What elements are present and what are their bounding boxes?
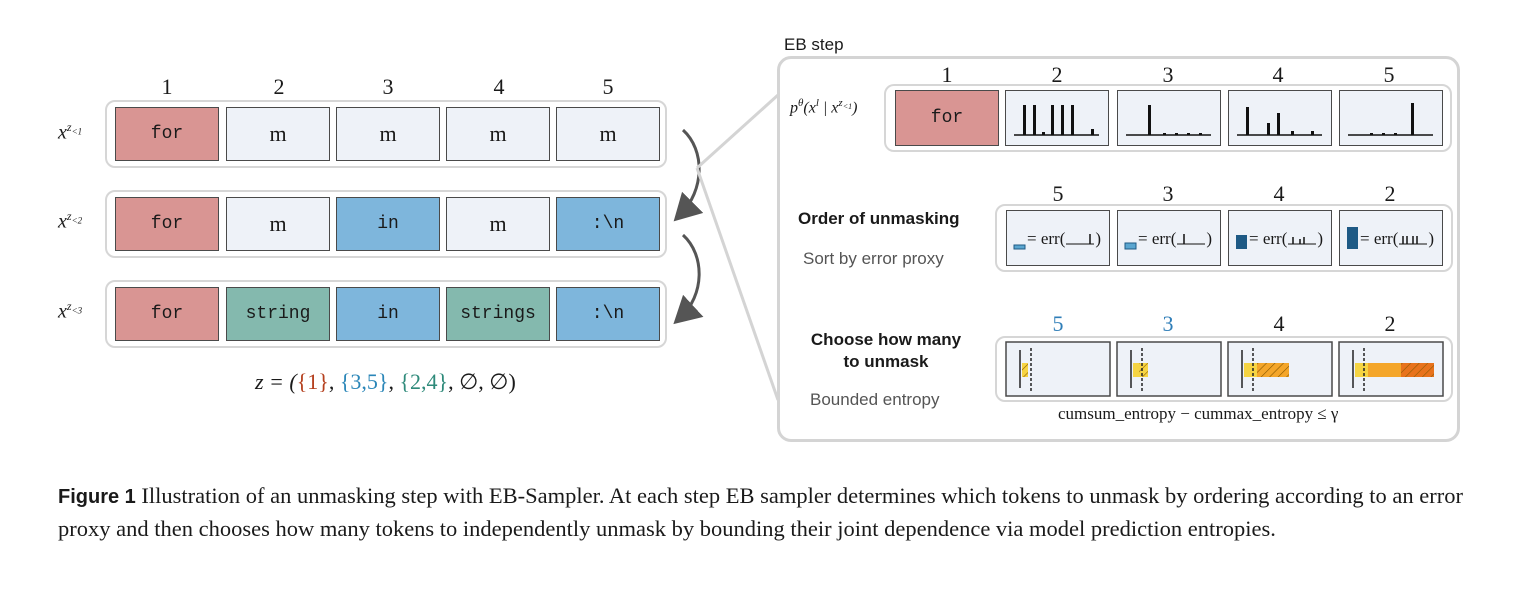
token-3-5: :\n — [556, 287, 660, 341]
caption-label: Figure 1 — [58, 486, 136, 508]
error-bar-3 — [1236, 235, 1247, 249]
token-row-2: for m in m :\n — [105, 190, 667, 258]
choose-title-line1: Choose how many — [810, 330, 962, 349]
figure-caption: Figure 1 Illustration of an unmasking st… — [58, 480, 1478, 545]
choose-col-4: 2 — [1384, 311, 1396, 336]
choose-title-line2: to unmask — [843, 352, 929, 371]
mini-dist-3 — [1288, 237, 1317, 245]
order-col-2: 3 — [1162, 181, 1174, 206]
prob-label: pθ(xl | xz<1) — [790, 97, 858, 117]
error-eq-1: = err() — [1027, 229, 1102, 248]
histogram-2 — [1014, 105, 1099, 136]
token-row-3: for string in strings :\n — [105, 280, 667, 348]
row-label-2: xz<2 — [58, 209, 83, 233]
z-equation: z = ({1}, {3,5}, {2,4}, ∅, ∅) — [255, 369, 516, 394]
prob-col-5: 5 — [1383, 62, 1395, 87]
histogram-3 — [1126, 105, 1211, 136]
column-number-2: 2 — [273, 74, 285, 99]
distribution-3 — [1117, 90, 1221, 146]
prob-col-1: 1 — [941, 62, 953, 87]
order-col-4: 2 — [1384, 181, 1396, 206]
entropy-bars — [1005, 341, 1444, 397]
prob-col-4: 4 — [1272, 62, 1284, 87]
mini-dist-4 — [1399, 236, 1428, 245]
token-2-5: :\n — [556, 197, 660, 251]
column-number-5: 5 — [602, 74, 614, 99]
error-eq-2: = err() — [1138, 229, 1213, 248]
order-box-1: = err() — [1006, 210, 1110, 266]
mini-dist-2 — [1177, 234, 1206, 245]
choose-subtitle: Bounded entropy — [810, 390, 940, 409]
row-label-3: xz<3 — [58, 299, 83, 323]
order-col-3: 4 — [1273, 181, 1285, 206]
order-box-4: = err() — [1339, 210, 1443, 266]
error-bar-4 — [1347, 227, 1358, 249]
caption-text: Illustration of an unmasking step with E… — [58, 483, 1463, 541]
prob-col-3: 3 — [1162, 62, 1174, 87]
token-3-2: string — [226, 287, 330, 341]
column-number-4: 4 — [493, 74, 505, 99]
error-bar-2 — [1124, 242, 1137, 250]
error-bar-1 — [1013, 244, 1026, 250]
zoom-line-bottom — [695, 167, 780, 401]
token-row-1: for m m m m — [105, 100, 667, 168]
token-2-4: m — [446, 197, 550, 251]
mini-dist-1 — [1066, 234, 1095, 245]
order-box-2: = err() — [1117, 210, 1221, 266]
distribution-4 — [1228, 90, 1332, 146]
token-3-1: for — [115, 287, 219, 341]
eb-step-panel — [777, 56, 1460, 442]
order-subtitle: Sort by error proxy — [803, 249, 944, 268]
token-1-1: for — [115, 107, 219, 161]
token-2-1: for — [115, 197, 219, 251]
choose-col-3: 4 — [1273, 311, 1285, 336]
arrow-step-2 — [673, 233, 704, 325]
token-1-2: m — [226, 107, 330, 161]
distribution-2 — [1005, 90, 1109, 146]
prob-col-2: 2 — [1051, 62, 1063, 87]
order-title: Order of unmasking — [798, 209, 960, 228]
choose-title: Choose how many to unmask — [806, 329, 966, 373]
entropy-box-1 — [1005, 341, 1111, 397]
token-1-4: m — [446, 107, 550, 161]
choose-col-1: 5 — [1052, 311, 1064, 336]
entropy-formula: cumsum_entropy − cummax_entropy ≤ γ — [1058, 404, 1339, 423]
choose-col-2: 3 — [1162, 311, 1174, 336]
token-3-4: strings — [446, 287, 550, 341]
order-box-3: = err() — [1228, 210, 1332, 266]
distribution-5 — [1339, 90, 1443, 146]
row-label-1: xz<1 — [58, 120, 83, 144]
eb-step-title: EB step — [784, 35, 844, 54]
token-2-3: in — [336, 197, 440, 251]
connector-arrows — [673, 93, 780, 401]
histogram-5 — [1348, 103, 1433, 136]
error-eq-4: = err() — [1360, 229, 1435, 248]
entropy-box-2 — [1116, 341, 1222, 397]
column-number-1: 1 — [161, 74, 173, 99]
token-2-2: m — [226, 197, 330, 251]
prob-token-1: for — [895, 90, 999, 146]
token-1-3: m — [336, 107, 440, 161]
token-1-5: m — [556, 107, 660, 161]
zoom-line-top — [695, 93, 780, 170]
token-3-3: in — [336, 287, 440, 341]
column-number-3: 3 — [382, 74, 394, 99]
order-col-1: 5 — [1052, 181, 1064, 206]
error-eq-3: = err() — [1249, 229, 1324, 248]
histogram-4 — [1237, 107, 1322, 136]
